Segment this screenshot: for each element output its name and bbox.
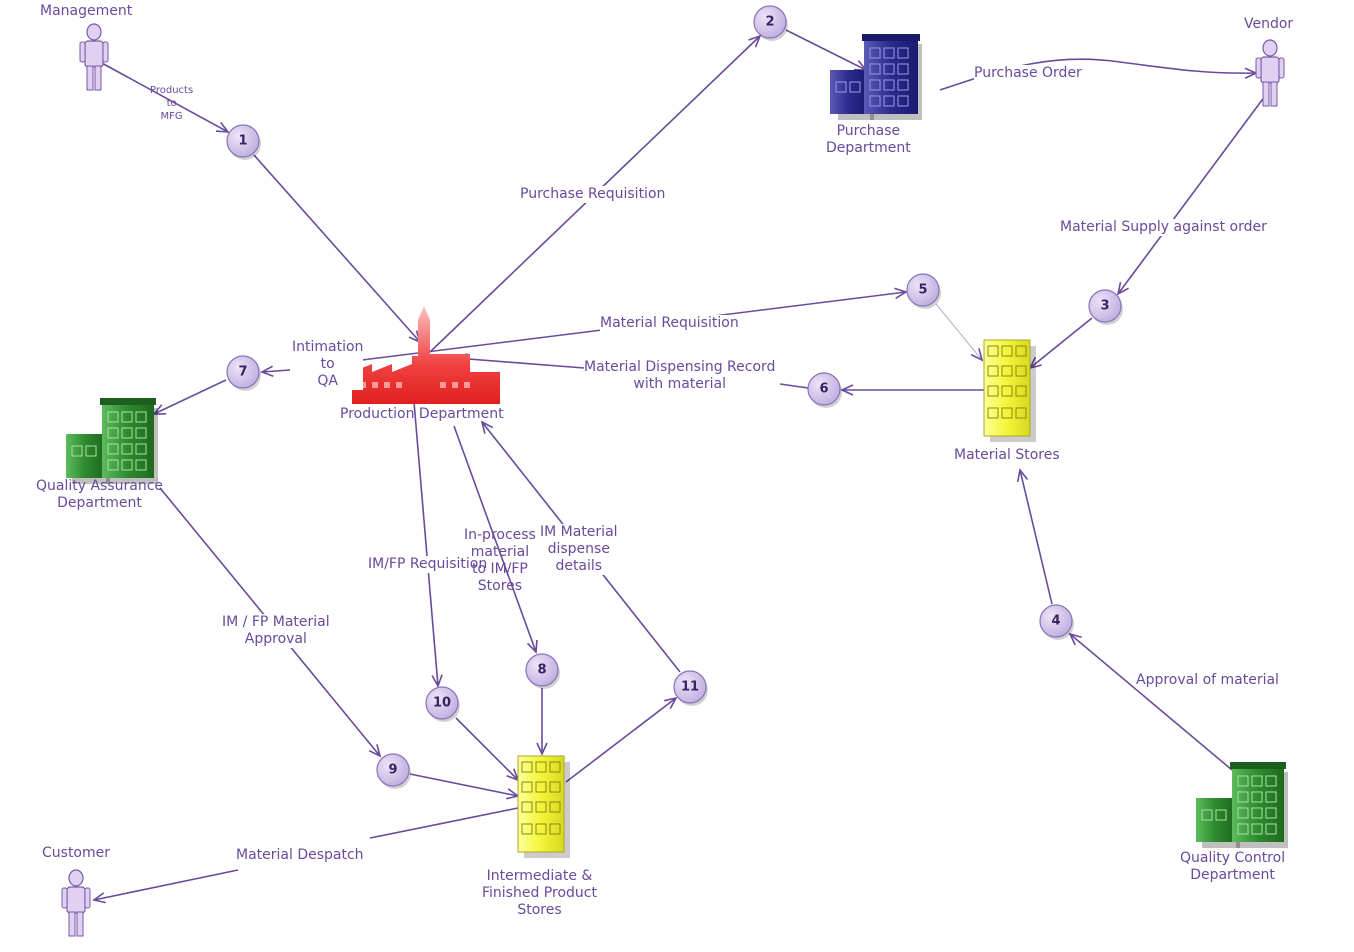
step-badge-11: 11 [673,670,708,706]
qc-department-building-icon [1196,762,1288,848]
person-icon [79,23,109,91]
step-badge-number: 5 [918,283,927,298]
step-badge-8: 8 [525,653,560,689]
connectors [94,29,1269,900]
flow-6-to-production [456,358,809,389]
qc-department-label: Quality Control Department [1180,850,1286,883]
flow-9-to-imstores [409,773,520,800]
flow-production-to-8 [453,425,538,654]
flow-label-im-material-dispense: IM Material dispense details [540,524,618,575]
qa-department-building-icon [66,398,158,484]
step-badges: 1 2 3 4 5 6 7 8 9 10 11 [226,5,1123,789]
step-badge-6: 6 [807,372,842,408]
im-fp-stores-building-icon [517,755,570,858]
flow-management-to-1 [99,61,230,133]
flow-2-to-purchase [785,29,868,71]
step-badge-number: 3 [1100,299,1109,314]
actor-vendor-label: Vendor [1244,16,1294,32]
flow-10-to-imstores [455,717,520,782]
step-badge-7: 7 [226,355,261,391]
step-badge-number: 9 [388,763,397,778]
actor-management [79,23,109,91]
flow-qc-to-4 [1068,632,1233,771]
qa-department-label: Quality Assurance Department [36,478,164,511]
step-badge-1: 1 [226,124,261,160]
flow-label-intimation-qa: Intimation to QA [292,339,364,390]
flow-5-to-stores [935,303,984,362]
flow-label-material-dispensing: Material Dispensing Record with material [584,359,776,393]
production-department-factory-icon [352,306,500,404]
flow-label-purchase-order: Purchase Order [974,65,1082,82]
step-badge-number: 6 [819,382,828,397]
flow-label-material-supply: Material Supply against order [1060,219,1267,236]
flow-1-to-production [253,154,422,344]
flow-label-products-to-mfg: Products to MFG [150,85,194,122]
flow-production-to-7 [260,365,291,377]
step-badge-2: 2 [753,5,788,41]
person-icon [1255,39,1285,107]
person-icon [61,869,91,937]
material-stores-building-icon [983,339,1036,442]
step-badge-5: 5 [906,273,941,309]
flow-label-material-despatch: Material Despatch [236,847,364,864]
production-department-label: Production Department [340,406,504,422]
purchase-department-label: Purchase Department [826,123,911,156]
flow-label-material-requisition: Material Requisition [600,315,739,332]
flow-label-purchase-requisition: Purchase Requisition [520,186,666,203]
flow-production-to-10 [413,401,443,688]
step-badge-4: 4 [1039,604,1074,640]
flow-label-im-fp-approval: IM / FP Material Approval [222,614,330,648]
actor-customer [61,869,91,937]
step-badge-number: 8 [537,663,546,678]
flow-3-to-stores [1028,317,1093,370]
actor-customer-label: Customer [42,845,111,861]
step-badge-10: 10 [425,686,460,722]
step-badge-number: 7 [238,365,247,380]
im-fp-stores-label: Intermediate & Finished Product Stores [482,868,597,918]
step-badge-number: 2 [765,15,774,30]
flow-label-im-fp-requisition: IM/FP Requisition [368,556,488,573]
step-badge-number: 10 [433,696,451,711]
step-badge-3: 3 [1088,289,1123,325]
flow-label-approval-of-material: Approval of material [1136,672,1279,689]
actor-vendor [1255,39,1285,107]
actor-management-label: Management [40,3,133,19]
step-badge-number: 4 [1051,614,1060,629]
purchase-department-building-icon [830,34,922,120]
flow-7-to-qa [152,379,227,415]
flow-4-to-stores [1016,468,1053,605]
step-badge-number: 11 [681,680,699,695]
flow-imstores-to-customer [94,807,519,900]
flow-imstores-to-11 [565,696,678,783]
flow-label-in-process-material: In-process material to IM/FP Stores [464,527,536,594]
material-stores-label: Material Stores [954,447,1060,463]
step-badge-number: 1 [238,134,247,149]
step-badge-9: 9 [376,753,411,789]
flow-vendor-to-3 [1116,91,1269,296]
